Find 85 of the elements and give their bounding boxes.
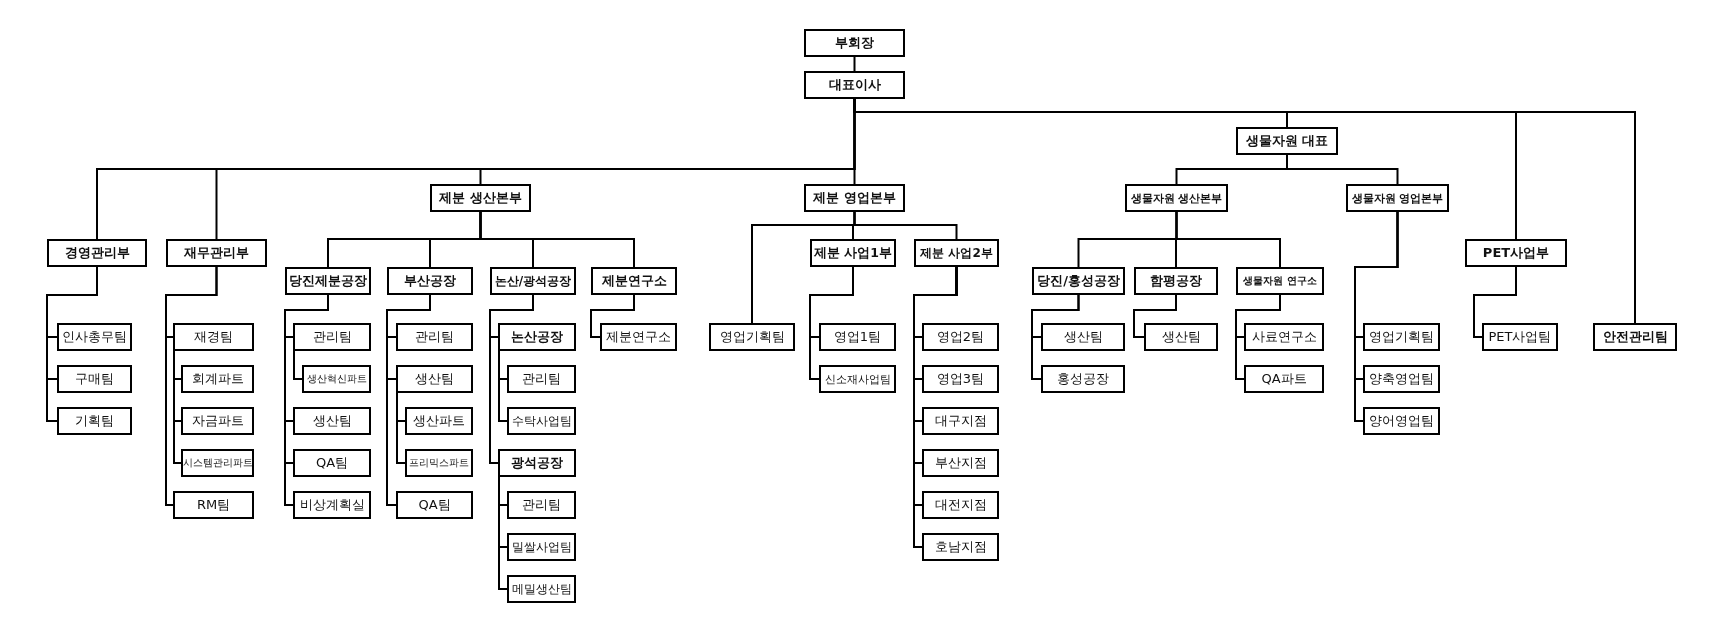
connector-line [1031,294,1080,380]
team-box: 구매팀 [57,365,132,393]
department-box: 함평공장 [1134,267,1218,295]
connector-line [853,56,856,72]
team-box: 대전지점 [922,491,999,519]
team-box: 양축영업팀 [1363,365,1440,393]
team-box: 신소재사업팀 [819,365,896,393]
connector-line [489,294,534,464]
department-box: 제분 사업1부 [810,239,896,267]
team-box: 영업기획팀 [1363,323,1440,351]
team-box: 영업3팀 [922,365,999,393]
team-box: 양어영업팀 [1363,407,1440,435]
department-box: 부회장 [804,29,905,57]
department-box: 생물자원 생산본부 [1125,184,1228,212]
department-box: 논산/광석공장 [490,267,576,295]
department-box: 생물자원 대표 [1236,127,1338,155]
team-box: 영업1팀 [819,323,896,351]
department-box: 제분 사업2부 [914,239,999,267]
team-box: 생산팀 [1144,323,1218,351]
department-box: 제분 영업본부 [804,184,905,212]
connector-line [498,476,508,590]
team-box: 수탁사업팀 [507,407,576,435]
team-box: 관리팀 [507,365,576,393]
team-box: 밀쌀사업팀 [507,533,576,561]
connector-line [284,294,329,506]
department-box: 안전관리팀 [1593,323,1677,351]
team-box: 제분연구소 [600,323,677,351]
team-box: 생산파트 [405,407,473,435]
team-box: 영업2팀 [922,323,999,351]
team-box: 자금파트 [181,407,254,435]
team-box: 비상계획실 [293,491,371,519]
team-box: QA팀 [293,449,371,477]
department-box: 광석공장 [498,449,576,477]
department-box: 경영관리부 [47,239,147,267]
connector-line [165,266,218,506]
team-box: QA파트 [1244,365,1324,393]
connector-line [173,350,182,464]
connector-line [809,266,854,380]
connector-line [1175,211,1281,268]
team-box: 호남지점 [922,533,999,561]
connector-line [1473,266,1517,338]
team-box: 영업기획팀 [709,323,795,351]
team-box: 사료연구소 [1244,323,1324,351]
connector-line [386,294,431,506]
department-box: 제분 생산본부 [430,184,531,212]
team-box: 재경팀 [173,323,254,351]
connector-line [1133,294,1177,338]
connector-line [293,350,303,380]
connector-line [1235,294,1281,380]
team-box: 부산지점 [922,449,999,477]
department-box: PET사업부 [1465,239,1567,267]
connector-line [853,211,958,240]
team-box: 생산팀 [396,365,473,393]
team-box: 관리팀 [507,491,576,519]
team-box: 시스템관리파트 [181,449,254,477]
department-box: 부산공장 [387,267,473,295]
department-box: 생물자원 연구소 [1236,267,1324,295]
team-box: 생산팀 [1041,323,1125,351]
team-box: 회계파트 [181,365,254,393]
team-box: QA팀 [396,491,473,519]
team-box: RM팀 [173,491,254,519]
connector-line [46,266,98,422]
team-box: 홍성공장 [1041,365,1125,393]
team-box: 인사총무팀 [57,323,132,351]
team-box: 대구지점 [922,407,999,435]
team-box: 생산팀 [293,407,371,435]
team-box: 기획팀 [57,407,132,435]
department-box: 제분연구소 [591,267,677,295]
department-box: 논산공장 [498,323,576,351]
department-box: 당진제분공장 [285,267,371,295]
department-box: 대표이사 [804,71,905,99]
team-box: PET사업팀 [1482,323,1558,351]
department-box: 생물자원 영업본부 [1346,184,1449,212]
connector-line [498,350,508,422]
connector-line [479,211,635,268]
team-box: 프리믹스파트 [405,449,473,477]
team-box: 관리팀 [396,323,473,351]
connector-line [590,294,635,338]
team-box: 관리팀 [293,323,371,351]
team-box: 생산혁신파트 [302,365,371,393]
department-box: 재무관리부 [166,239,267,267]
department-box: 당진/홍성공장 [1032,267,1125,295]
connector-line [396,392,406,464]
connector-line [1354,211,1399,422]
team-box: 메밀생산팀 [507,575,576,603]
